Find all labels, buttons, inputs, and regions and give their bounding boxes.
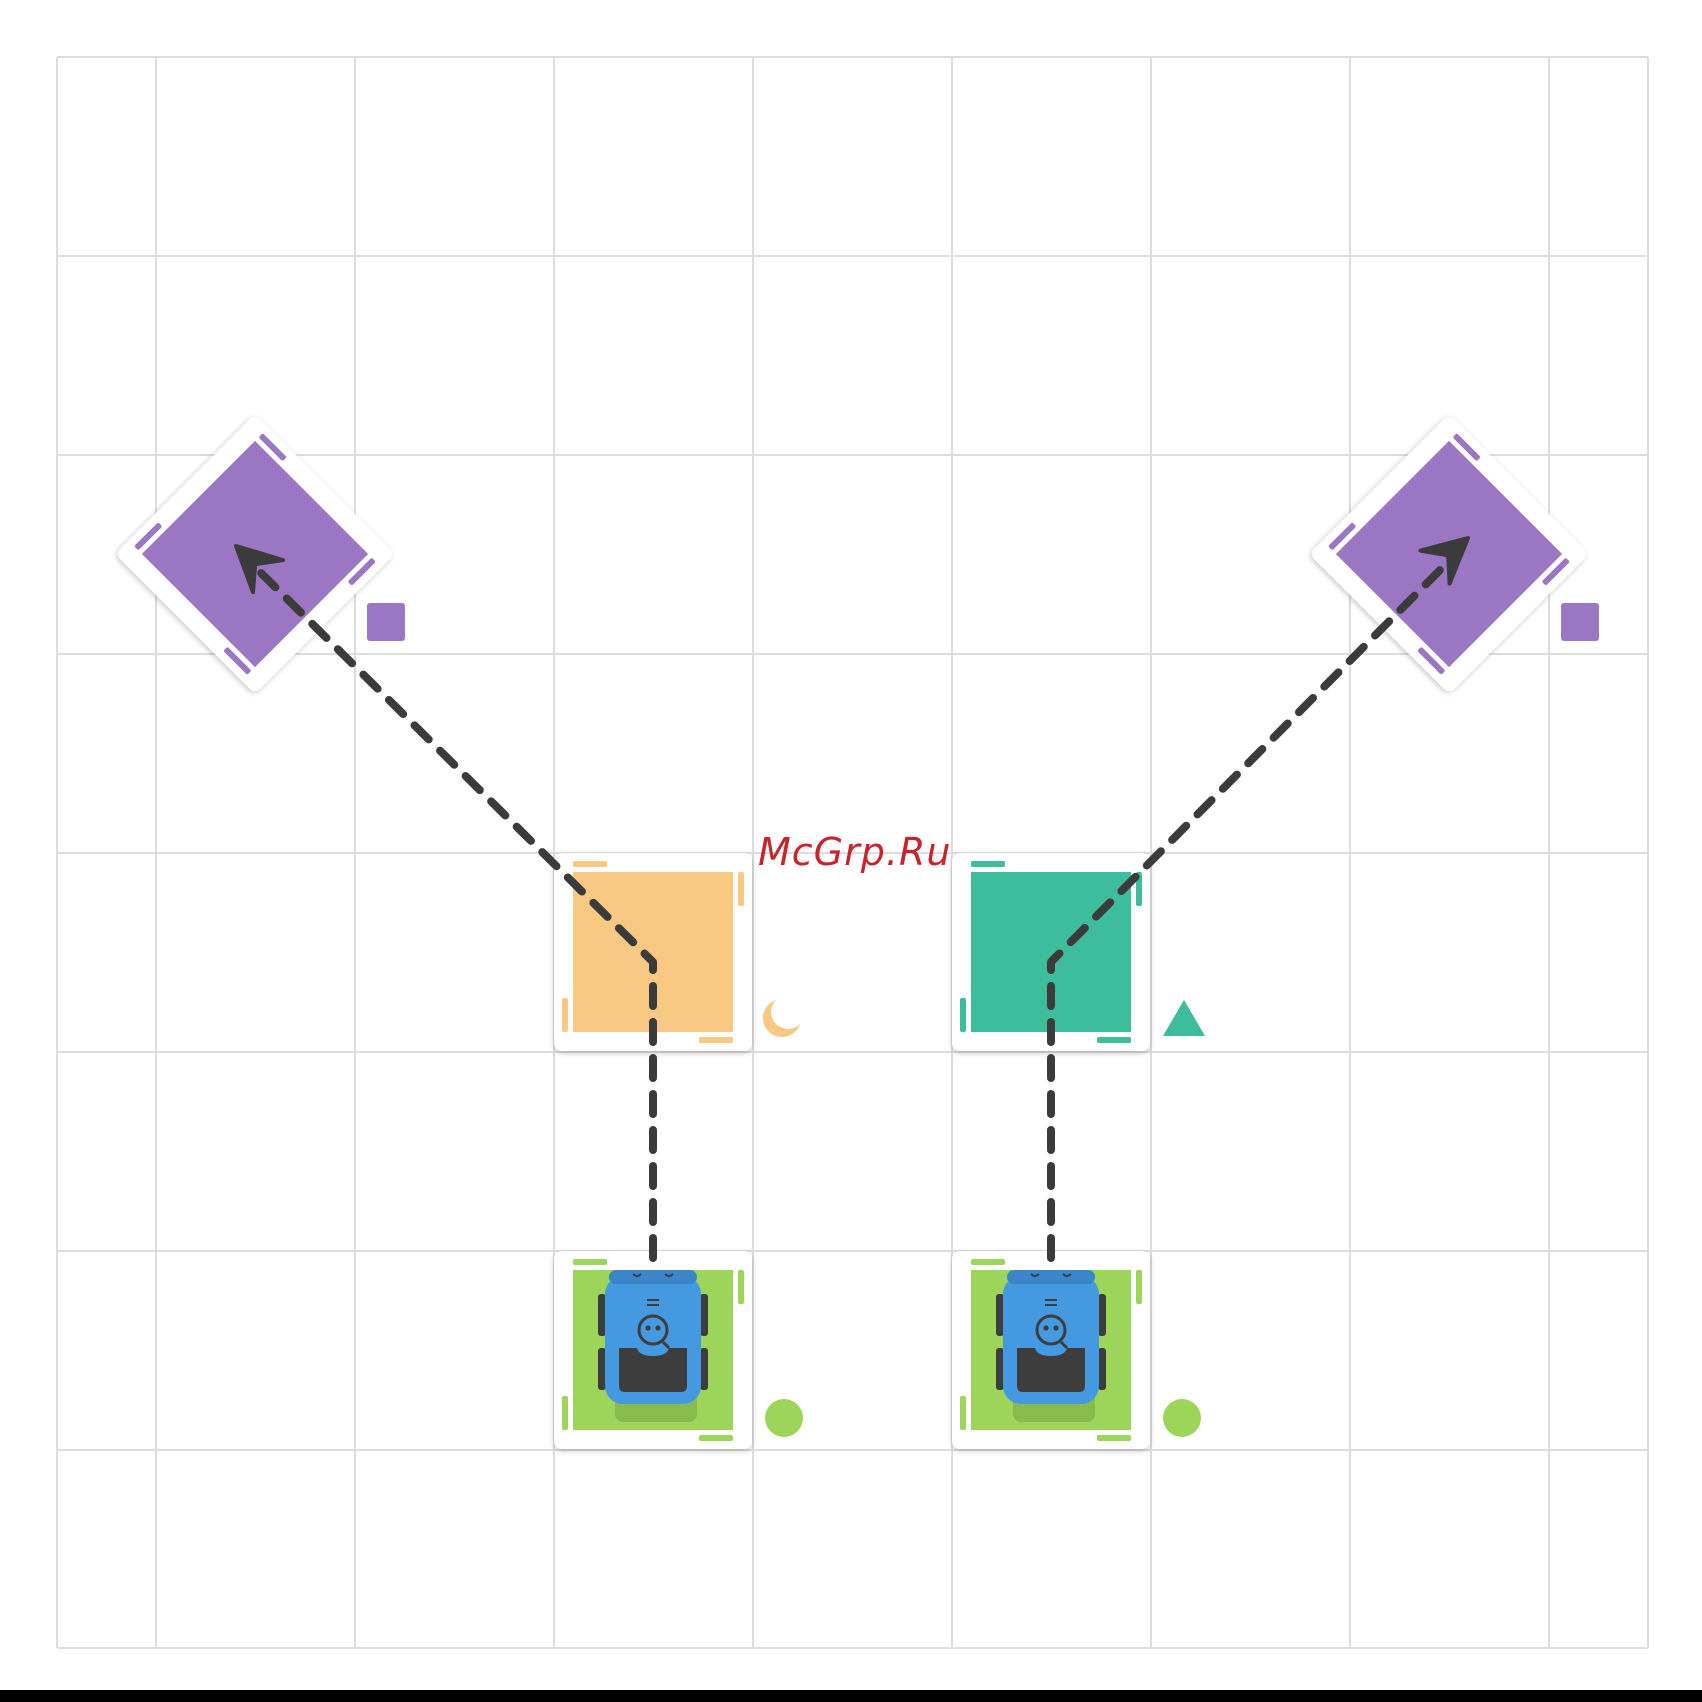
edge-mark-top	[971, 1259, 1005, 1265]
crescent-symbol-icon	[763, 1000, 800, 1037]
robot-wheel	[598, 1348, 606, 1390]
robot-icon	[598, 1270, 708, 1422]
robot-wheel	[1098, 1348, 1106, 1390]
triangle-symbol-icon	[1163, 1000, 1205, 1036]
circle-symbol-icon	[1163, 1399, 1201, 1437]
robot-top-rim	[1007, 1270, 1095, 1284]
robot-wheel	[996, 1348, 1004, 1390]
edge-mark-left	[960, 1396, 966, 1430]
robot-face-eye	[1053, 1325, 1058, 1330]
robot-face-eye	[1043, 1325, 1048, 1330]
robot-face-eye	[645, 1325, 650, 1330]
robot-wheel	[700, 1294, 708, 1336]
square-symbol-icon	[1561, 603, 1599, 641]
board-grid	[57, 57, 1648, 1648]
edge-mark-right	[738, 872, 744, 906]
robot-wheel	[996, 1294, 1004, 1336]
edge-mark-left	[562, 1396, 568, 1430]
edge-mark-right	[1136, 1270, 1142, 1304]
circle-symbol-icon	[765, 1399, 803, 1437]
bottom-bar	[0, 1690, 1702, 1702]
robots-layer	[598, 1270, 1106, 1422]
edge-mark-bottom	[699, 1037, 733, 1043]
robot-wheel	[1098, 1294, 1106, 1336]
paths-layer	[236, 538, 1468, 1258]
robot-top-rim	[609, 1270, 697, 1284]
edge-mark-bottom	[1097, 1435, 1131, 1441]
edge-mark-bottom	[1097, 1037, 1131, 1043]
edge-mark-top	[971, 861, 1005, 867]
robot-face-eye	[655, 1325, 660, 1330]
tiles-layer	[115, 414, 1599, 1449]
edge-mark-top	[573, 861, 607, 867]
square-symbol-icon	[367, 603, 405, 641]
edge-mark-left	[960, 998, 966, 1032]
edge-mark-top	[573, 1259, 607, 1265]
robot-icon	[996, 1270, 1106, 1422]
edge-mark-right	[738, 1270, 744, 1304]
robot-wheel	[700, 1348, 708, 1390]
edge-mark-left	[562, 998, 568, 1032]
edge-mark-bottom	[699, 1435, 733, 1441]
robot-wheel	[598, 1294, 606, 1336]
